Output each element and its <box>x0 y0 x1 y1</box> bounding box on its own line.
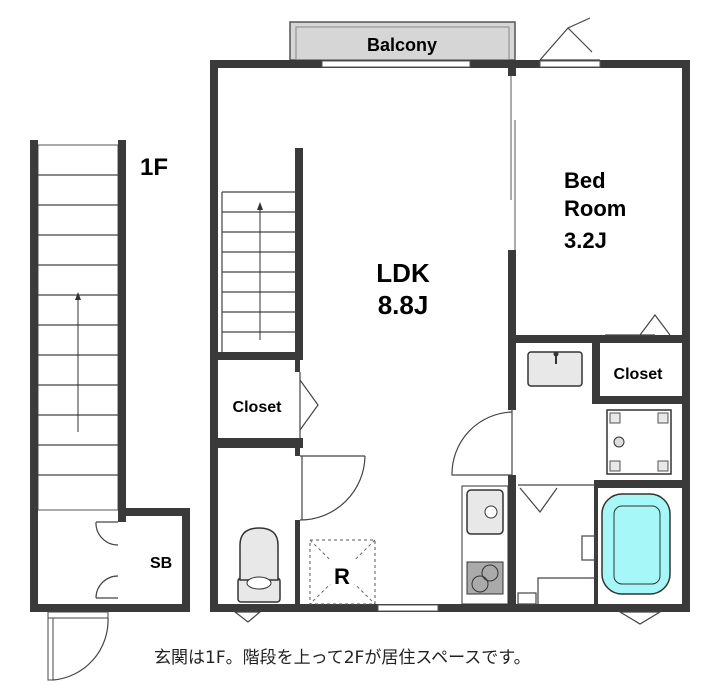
bathtub-icon <box>601 493 671 595</box>
bedroom-label-line1: Bed <box>564 168 606 193</box>
washbasin-icon <box>527 351 583 387</box>
storage-doors[interactable] <box>95 521 119 599</box>
floor-label: 1F <box>140 154 168 181</box>
balcony: Balcony <box>289 21 516 61</box>
toilet-icon <box>237 527 281 603</box>
toilet-window <box>233 611 262 623</box>
main-walls <box>210 60 690 612</box>
entrance-door[interactable] <box>47 611 109 681</box>
bedroom-exterior-door[interactable] <box>539 17 600 61</box>
bedroom-size: 3.2J <box>564 228 607 253</box>
closet-left-label: Closet <box>233 399 283 416</box>
closet-left: Closet <box>233 399 283 416</box>
floor-plan-note: 玄関は1F。階段を上って2Fが居住スペースです。 <box>154 648 531 668</box>
window-top <box>321 60 471 68</box>
bedroom-label-line2: Room <box>564 196 626 221</box>
bathroom-door[interactable] <box>518 484 595 513</box>
closet-right-door[interactable] <box>605 314 671 336</box>
storage-label: SB <box>150 555 172 572</box>
bathroom-fixtures <box>517 535 597 605</box>
balcony-label: Balcony <box>367 35 437 55</box>
window-bottom <box>377 604 439 612</box>
stove-icon <box>466 561 504 595</box>
refrigerator-space: R <box>309 539 376 605</box>
toilet-door[interactable] <box>299 455 366 521</box>
washroom-door[interactable] <box>451 410 513 476</box>
stair-treads-1f <box>37 144 119 511</box>
refrigerator-label: R <box>334 564 350 589</box>
ldk-size: 8.8J <box>378 290 429 320</box>
washing-machine-icon <box>606 409 672 475</box>
closet-right-label: Closet <box>614 366 664 383</box>
ldk-label: LDK <box>376 258 430 288</box>
entrance-stair-block: 1F SB <box>30 140 190 681</box>
kitchen-counter <box>461 485 509 605</box>
kitchen-sink-icon <box>466 489 504 535</box>
interior-stairs <box>221 191 295 352</box>
bathroom-window <box>617 611 663 625</box>
closet-left-door[interactable] <box>299 372 319 438</box>
